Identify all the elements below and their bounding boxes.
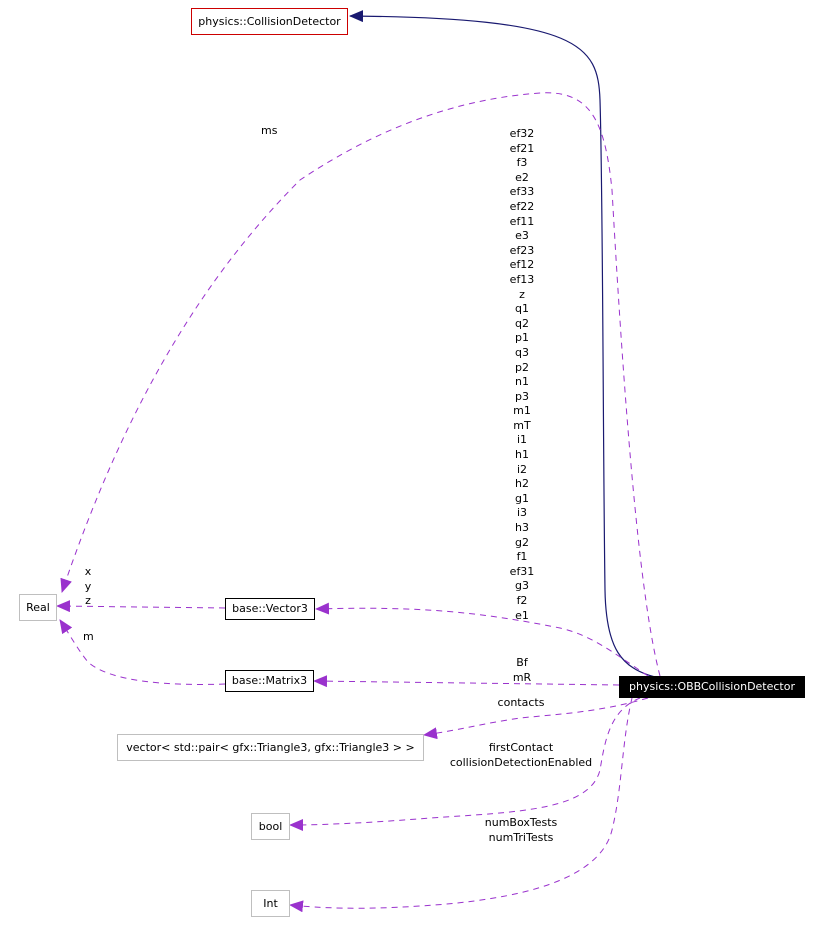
field-label: m1 (513, 404, 531, 418)
label-bool-fields: firstContact collisionDetectionEnabled (441, 741, 601, 770)
field-label: mR (512, 670, 532, 684)
edge-int-fields (289, 697, 633, 913)
field-label: ef22 (509, 199, 535, 213)
field-label: ef23 (509, 243, 535, 257)
node-obb-collision-detector[interactable]: physics::OBBCollisionDetector (619, 676, 805, 698)
field-label: h1 (515, 448, 529, 462)
label-int-fields: numBoxTests numTriTests (461, 816, 581, 845)
node-triangle-vector: vector< std::pair< gfx::Triangle3, gfx::… (117, 734, 424, 761)
label-xyz: x y z (48, 565, 128, 609)
node-bool: bool (251, 813, 290, 840)
edge-inherits-collision-detector (349, 10, 656, 678)
field-label: i1 (516, 433, 528, 447)
field-label: numTriTests (488, 830, 554, 844)
field-label: h2 (515, 477, 529, 491)
field-label: g3 (515, 579, 529, 593)
field-label: contacts (497, 696, 545, 709)
field-label: mT (513, 418, 531, 432)
field-label: h3 (515, 521, 529, 535)
edge-vector3-fields (315, 602, 649, 677)
field-label: i3 (516, 506, 528, 520)
field-label: q2 (515, 316, 529, 330)
field-label: ef13 (509, 272, 535, 286)
node-vector3[interactable]: base::Vector3 (225, 598, 315, 620)
node-collision-detector[interactable]: physics::CollisionDetector (191, 8, 348, 35)
field-label: q3 (515, 345, 529, 359)
edge-ms-to-real (60, 92, 661, 677)
node-matrix3[interactable]: base::Matrix3 (225, 670, 314, 692)
field-label: z (519, 287, 525, 301)
field-label: Bf (516, 656, 528, 669)
field-label: i2 (516, 462, 528, 476)
edge-bool-fields (289, 697, 641, 831)
label-ms: ms (261, 124, 278, 137)
field-label: p3 (515, 389, 529, 403)
field-label: p2 (515, 360, 529, 374)
field-label: z (85, 594, 91, 608)
field-label: g1 (515, 491, 529, 505)
field-label: ef12 (509, 258, 535, 272)
node-real: Real (19, 594, 57, 621)
field-label: f2 (516, 594, 528, 607)
field-label: collisionDetectionEnabled (449, 755, 593, 769)
field-label: e1 (515, 608, 529, 622)
node-int: Int (251, 890, 290, 917)
field-label: f1 (516, 550, 528, 564)
label-vector3-fields: ef32 ef21 f3 e2 ef33 ef22 ef11 e3 ef23 e… (482, 127, 562, 623)
label-matrix3-fields: Bf mR (482, 656, 562, 685)
field-label: q1 (515, 302, 529, 316)
field-label: ef32 (509, 127, 535, 140)
label-m: m (83, 630, 94, 643)
field-label: ef11 (509, 214, 535, 228)
field-label: f3 (516, 156, 528, 170)
field-label: g2 (515, 535, 529, 549)
field-label: p1 (515, 331, 529, 345)
field-label: e2 (515, 170, 529, 184)
field-label: y (84, 579, 92, 593)
field-label: ef33 (509, 185, 535, 199)
field-label: ef21 (509, 141, 535, 155)
label-contacts: contacts (461, 696, 581, 711)
field-label: n1 (515, 375, 529, 389)
field-label: ef31 (509, 564, 535, 578)
field-label: x (84, 565, 92, 578)
field-label: firstContact (488, 741, 554, 754)
field-label: numBoxTests (484, 816, 558, 829)
edge-matrix3-fields (313, 675, 620, 688)
field-label: e3 (515, 229, 529, 243)
edge-matrix3-to-real (59, 619, 226, 685)
